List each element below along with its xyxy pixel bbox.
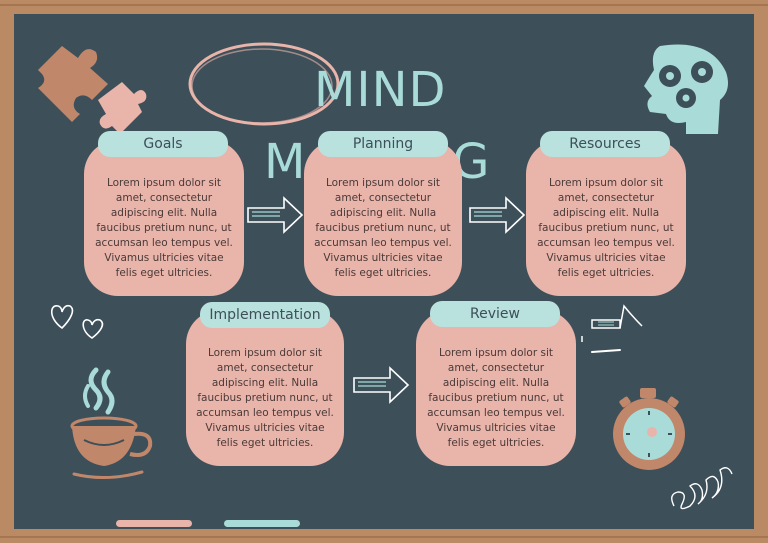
card-body-text: Lorem ipsum dolor sit amet, consectetur …	[427, 347, 565, 449]
card-goals: Lorem ipsum dolor sit amet, consectetur …	[84, 140, 244, 296]
card-implementation: Lorem ipsum dolor sit amet, consectetur …	[186, 310, 344, 466]
frame-grain	[0, 4, 768, 6]
music-note-icon	[581, 304, 643, 353]
card-resources: Lorem ipsum dolor sit amet, consectetur …	[526, 140, 686, 296]
spiral-icon	[671, 467, 733, 510]
arrow-icon	[247, 196, 304, 234]
stopwatch-icon	[613, 388, 685, 470]
card-planning: Lorem ipsum dolor sit amet, consectetur …	[304, 140, 462, 296]
hearts-icon	[50, 304, 104, 339]
chalk-oval	[188, 42, 340, 126]
card-label-goals: Goals	[98, 131, 228, 157]
card-body-text: Lorem ipsum dolor sit amet, consectetur …	[196, 347, 334, 449]
card-review: Lorem ipsum dolor sit amet, consectetur …	[416, 310, 576, 466]
card-label-review: Review	[430, 301, 560, 327]
frame-grain	[0, 536, 768, 538]
card-label-resources: Resources	[540, 131, 670, 157]
card-body-text: Lorem ipsum dolor sit amet, consectetur …	[95, 177, 233, 279]
card-body-text: Lorem ipsum dolor sit amet, consectetur …	[537, 177, 675, 279]
title-line-1: MIND	[314, 62, 447, 118]
arrow-icon	[353, 366, 410, 404]
arrow-icon	[469, 196, 526, 234]
card-body-text: Lorem ipsum dolor sit amet, consectetur …	[314, 177, 452, 279]
coffee-cup-icon	[70, 367, 153, 480]
card-label-implementation: Implementation	[200, 302, 330, 328]
puzzle-icon	[38, 46, 147, 134]
card-label-planning: Planning	[318, 131, 448, 157]
chalk-stick-pink	[116, 520, 192, 527]
gears-head-icon	[644, 44, 728, 134]
chalk-stick-mint	[224, 520, 300, 527]
